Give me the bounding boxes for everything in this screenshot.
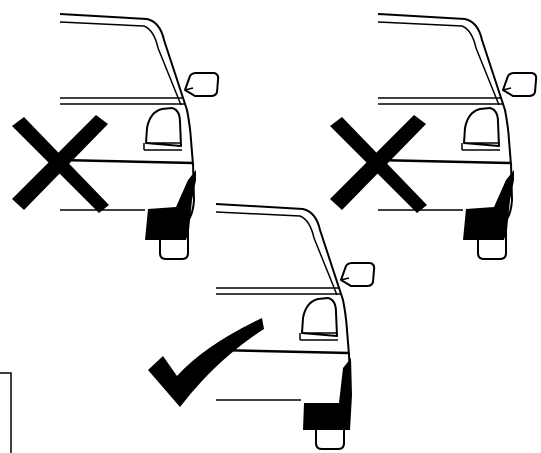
angled-mudflap (463, 170, 514, 240)
page-frame-edge (0, 373, 11, 453)
cross-mark-icon (330, 115, 427, 213)
cross-mark-icon (12, 115, 109, 213)
straight-mudflap (303, 358, 352, 430)
panel-top-right (330, 14, 536, 259)
angled-mudflap (145, 170, 196, 240)
check-mark-icon (148, 318, 264, 407)
panel-top-left (12, 14, 218, 259)
panel-bottom-center (216, 204, 374, 449)
